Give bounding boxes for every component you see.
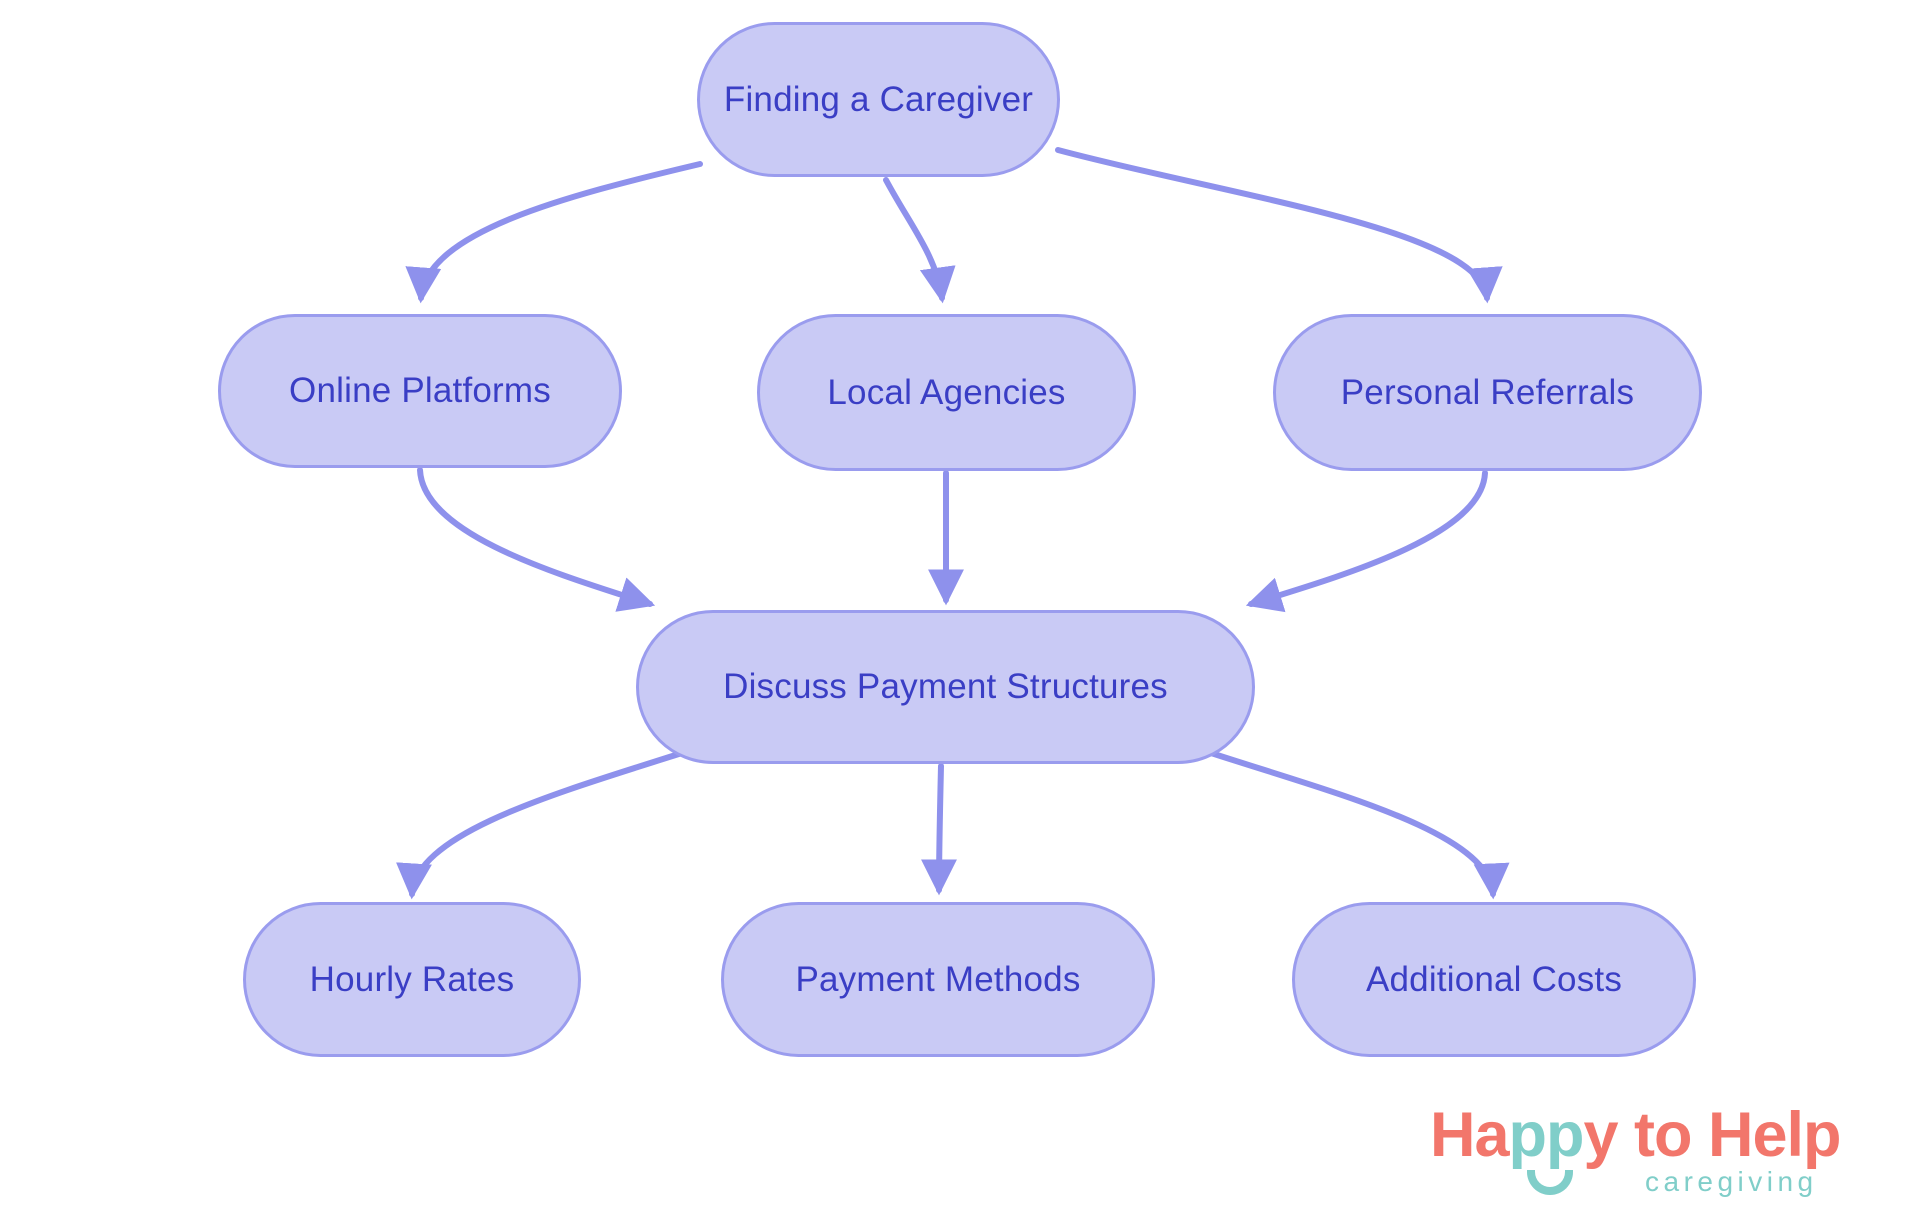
node-personal-referrals: Personal Referrals — [1273, 314, 1702, 471]
logo-text-part: y to Help — [1583, 1100, 1842, 1170]
node-online-platforms: Online Platforms — [218, 314, 622, 468]
edge-finding-a-caregiver-to-personal-referrals — [1055, 147, 1503, 304]
edge-online-platforms-to-discuss-payment-structures — [417, 467, 656, 612]
logo-wordmark: Happy to Help — [1430, 1104, 1842, 1167]
node-label-online-platforms: Online Platforms — [289, 371, 551, 410]
logo-text-part: pp — [1508, 1100, 1585, 1170]
edge-discuss-payment-structures-to-payment-methods — [921, 763, 958, 896]
node-local-agencies: Local Agencies — [757, 314, 1136, 471]
node-label-local-agencies: Local Agencies — [827, 372, 1066, 412]
node-payment-methods: Payment Methods — [721, 902, 1155, 1057]
node-hourly-rates: Hourly Rates — [243, 902, 581, 1057]
node-label-discuss-payment-structures: Discuss Payment Structures — [723, 667, 1168, 706]
node-finding-a-caregiver: Finding a Caregiver — [697, 22, 1060, 177]
node-label-personal-referrals: Personal Referrals — [1340, 372, 1635, 412]
happy-to-help-logo: Happy to Help caregiving — [1430, 1104, 1890, 1204]
node-label-additional-costs: Additional Costs — [1365, 959, 1623, 999]
edge-discuss-payment-structures-to-additional-costs — [1205, 749, 1510, 900]
edge-discuss-payment-structures-to-hourly-rates — [396, 749, 688, 900]
edge-finding-a-caregiver-to-local-agencies — [883, 177, 956, 304]
node-additional-costs: Additional Costs — [1292, 902, 1696, 1057]
edge-finding-a-caregiver-to-online-platforms — [405, 161, 703, 304]
logo-subtitle: caregiving — [1645, 1166, 1818, 1197]
smile-icon — [1527, 1170, 1573, 1195]
node-discuss-payment-structures: Discuss Payment Structures — [636, 610, 1255, 764]
node-label-finding-a-caregiver: Finding a Caregiver — [723, 79, 1034, 119]
node-label-payment-methods: Payment Methods — [795, 959, 1081, 999]
edge-personal-referrals-to-discuss-payment-structures — [1245, 470, 1488, 613]
node-label-hourly-rates: Hourly Rates — [309, 959, 515, 999]
logo-text-part: Ha — [1430, 1100, 1510, 1170]
